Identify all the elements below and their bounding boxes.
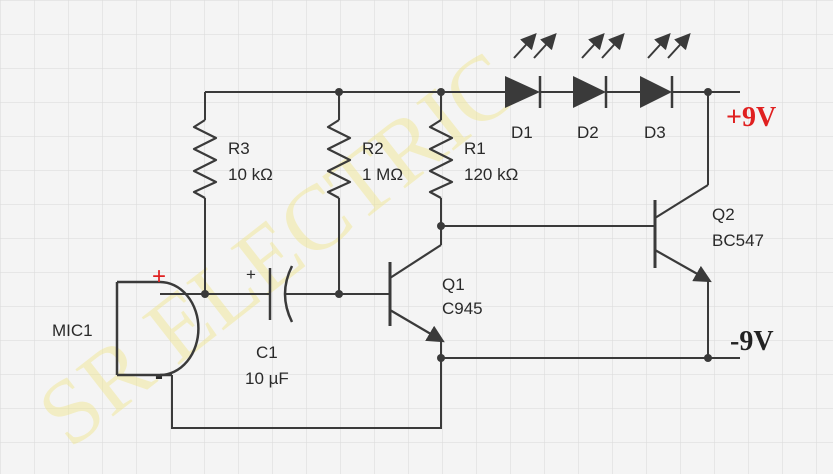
c1-ref: C1: [256, 343, 278, 362]
wires: [160, 91, 740, 429]
capacitor-c1: [268, 265, 294, 323]
r1-ref: R1: [464, 139, 486, 158]
r3-value: 10 kΩ: [228, 165, 273, 184]
d1-ref: D1: [511, 123, 533, 142]
mic-plus-sign: +: [152, 263, 166, 290]
transistor-q1: [388, 244, 445, 343]
positive-rail-label: +9V: [726, 102, 776, 133]
r1-value: 120 kΩ: [464, 165, 518, 184]
negative-rail-label: -9V: [730, 326, 774, 357]
mic-ref: MIC1: [52, 321, 93, 340]
microphone-mic1: [115, 280, 200, 377]
d2-ref: D2: [577, 123, 599, 142]
d3-ref: D3: [644, 123, 666, 142]
r2-ref: R2: [362, 139, 384, 158]
q2-ref: Q2: [712, 205, 735, 224]
r3-ref: R3: [228, 139, 250, 158]
mic-minus-sign: -: [155, 363, 163, 390]
led-d3: [640, 33, 691, 108]
q2-value: BC547: [712, 231, 764, 250]
c1-plus-sign: +: [246, 265, 256, 284]
transistor-q2: [653, 184, 712, 283]
r2-value: 1 MΩ: [362, 165, 403, 184]
led-d1: [505, 33, 573, 108]
resistor-r2: [326, 119, 352, 199]
resistor-r1: [428, 119, 454, 199]
junctions: [201, 88, 712, 362]
resistor-r3: [192, 119, 218, 199]
c1-value: 10 µF: [245, 369, 289, 388]
q1-value: C945: [442, 299, 483, 318]
led-d2: [573, 33, 640, 108]
q1-ref: Q1: [442, 275, 465, 294]
